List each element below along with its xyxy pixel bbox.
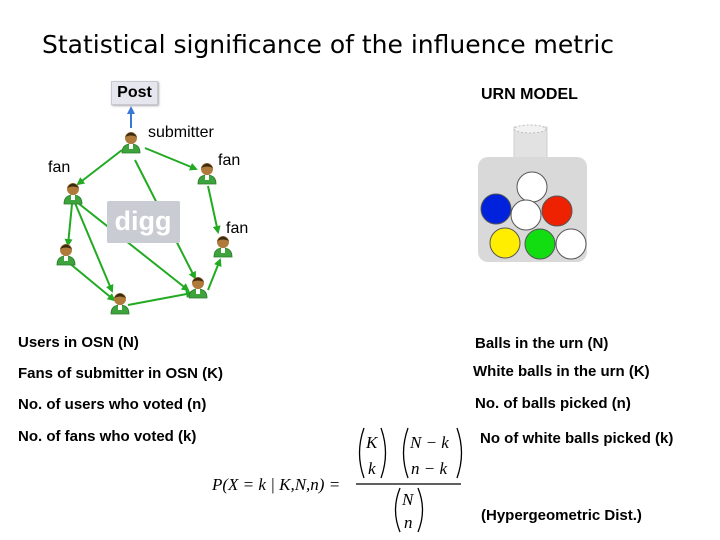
user-icon bbox=[56, 244, 76, 266]
left-list-item: Users in OSN (N) bbox=[18, 334, 139, 351]
fan-label-left: fan bbox=[48, 159, 71, 176]
edge bbox=[74, 202, 114, 293]
right-list-item: No of white balls picked (k) bbox=[480, 430, 674, 447]
slide-title: Statistical significance of the influenc… bbox=[42, 30, 615, 59]
submitter-label: submitter bbox=[148, 124, 214, 141]
urn-ball bbox=[480, 193, 512, 225]
edge bbox=[144, 147, 198, 171]
binom3-top: N bbox=[401, 490, 415, 509]
edge bbox=[127, 290, 194, 306]
paren bbox=[402, 427, 409, 479]
paren bbox=[380, 427, 387, 479]
edge bbox=[76, 149, 123, 186]
formula-lhs: P(X = k | K,N,n) = bbox=[211, 475, 340, 494]
paren bbox=[394, 487, 401, 533]
urn-ball bbox=[524, 228, 556, 260]
user-icon bbox=[121, 132, 141, 154]
user-icon bbox=[213, 236, 233, 258]
edge bbox=[207, 258, 222, 291]
urn-ball bbox=[541, 195, 573, 227]
left-list-item: No. of fans who voted (k) bbox=[18, 428, 197, 445]
binom2-top: N − k bbox=[409, 433, 449, 452]
user-icon bbox=[63, 183, 83, 205]
urn-title: URN MODEL bbox=[481, 86, 578, 103]
digg-logo: digg bbox=[107, 201, 180, 243]
paren bbox=[358, 427, 365, 479]
edge bbox=[77, 202, 190, 292]
right-list-item: No. of balls picked (n) bbox=[475, 395, 631, 412]
user-icon bbox=[110, 293, 130, 315]
fan-label-lower: fan bbox=[226, 220, 249, 237]
edge bbox=[64, 203, 73, 247]
binom3-bottom: n bbox=[404, 513, 413, 532]
binom1-bottom: k bbox=[368, 459, 376, 478]
urn-ball bbox=[510, 199, 542, 231]
user-icon bbox=[197, 163, 217, 185]
user-icon bbox=[188, 277, 208, 299]
right-list-item: Balls in the urn (N) bbox=[475, 335, 609, 352]
right-list-item: White balls in the urn (K) bbox=[473, 363, 650, 380]
paren bbox=[456, 427, 463, 479]
binom1-top: K bbox=[365, 433, 379, 452]
distribution-note: (Hypergeometric Dist.) bbox=[481, 507, 642, 524]
paren bbox=[417, 487, 424, 533]
left-list-item: No. of users who voted (n) bbox=[18, 396, 207, 413]
left-list-item: Fans of submitter in OSN (K) bbox=[18, 365, 224, 382]
post-box: Post bbox=[111, 81, 158, 105]
fan-label-right: fan bbox=[218, 152, 241, 169]
edge bbox=[67, 261, 116, 302]
urn-ball bbox=[489, 227, 521, 259]
edge bbox=[207, 185, 221, 234]
urn-ball bbox=[555, 228, 587, 260]
digg-logo-text: digg bbox=[115, 206, 172, 236]
binom2-bottom: n − k bbox=[411, 459, 447, 478]
urn-opening bbox=[513, 124, 547, 134]
